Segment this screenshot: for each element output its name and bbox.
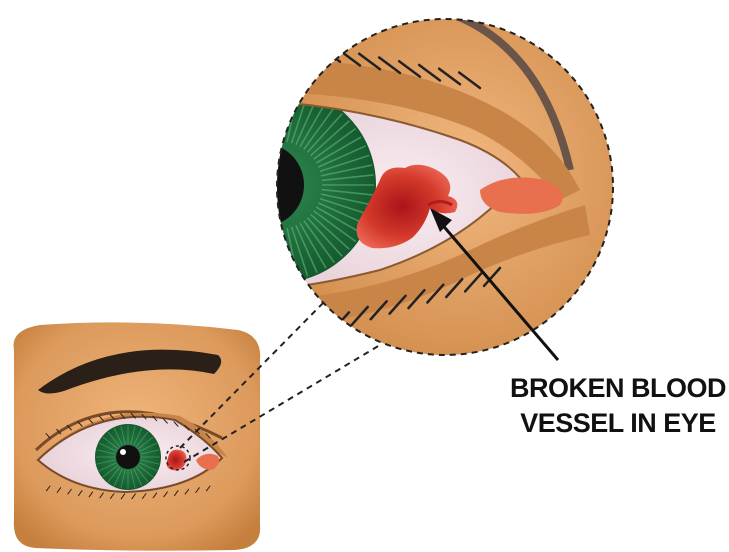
label-line-2: VESSEL IN EYE [520,408,716,438]
small-eye-highlight [120,449,126,455]
big-pupil [220,143,304,227]
magnified-view [180,10,613,355]
label-line-1: BROKEN BLOOD [510,373,726,403]
small-pupil [116,445,140,469]
face-panel [14,322,261,550]
